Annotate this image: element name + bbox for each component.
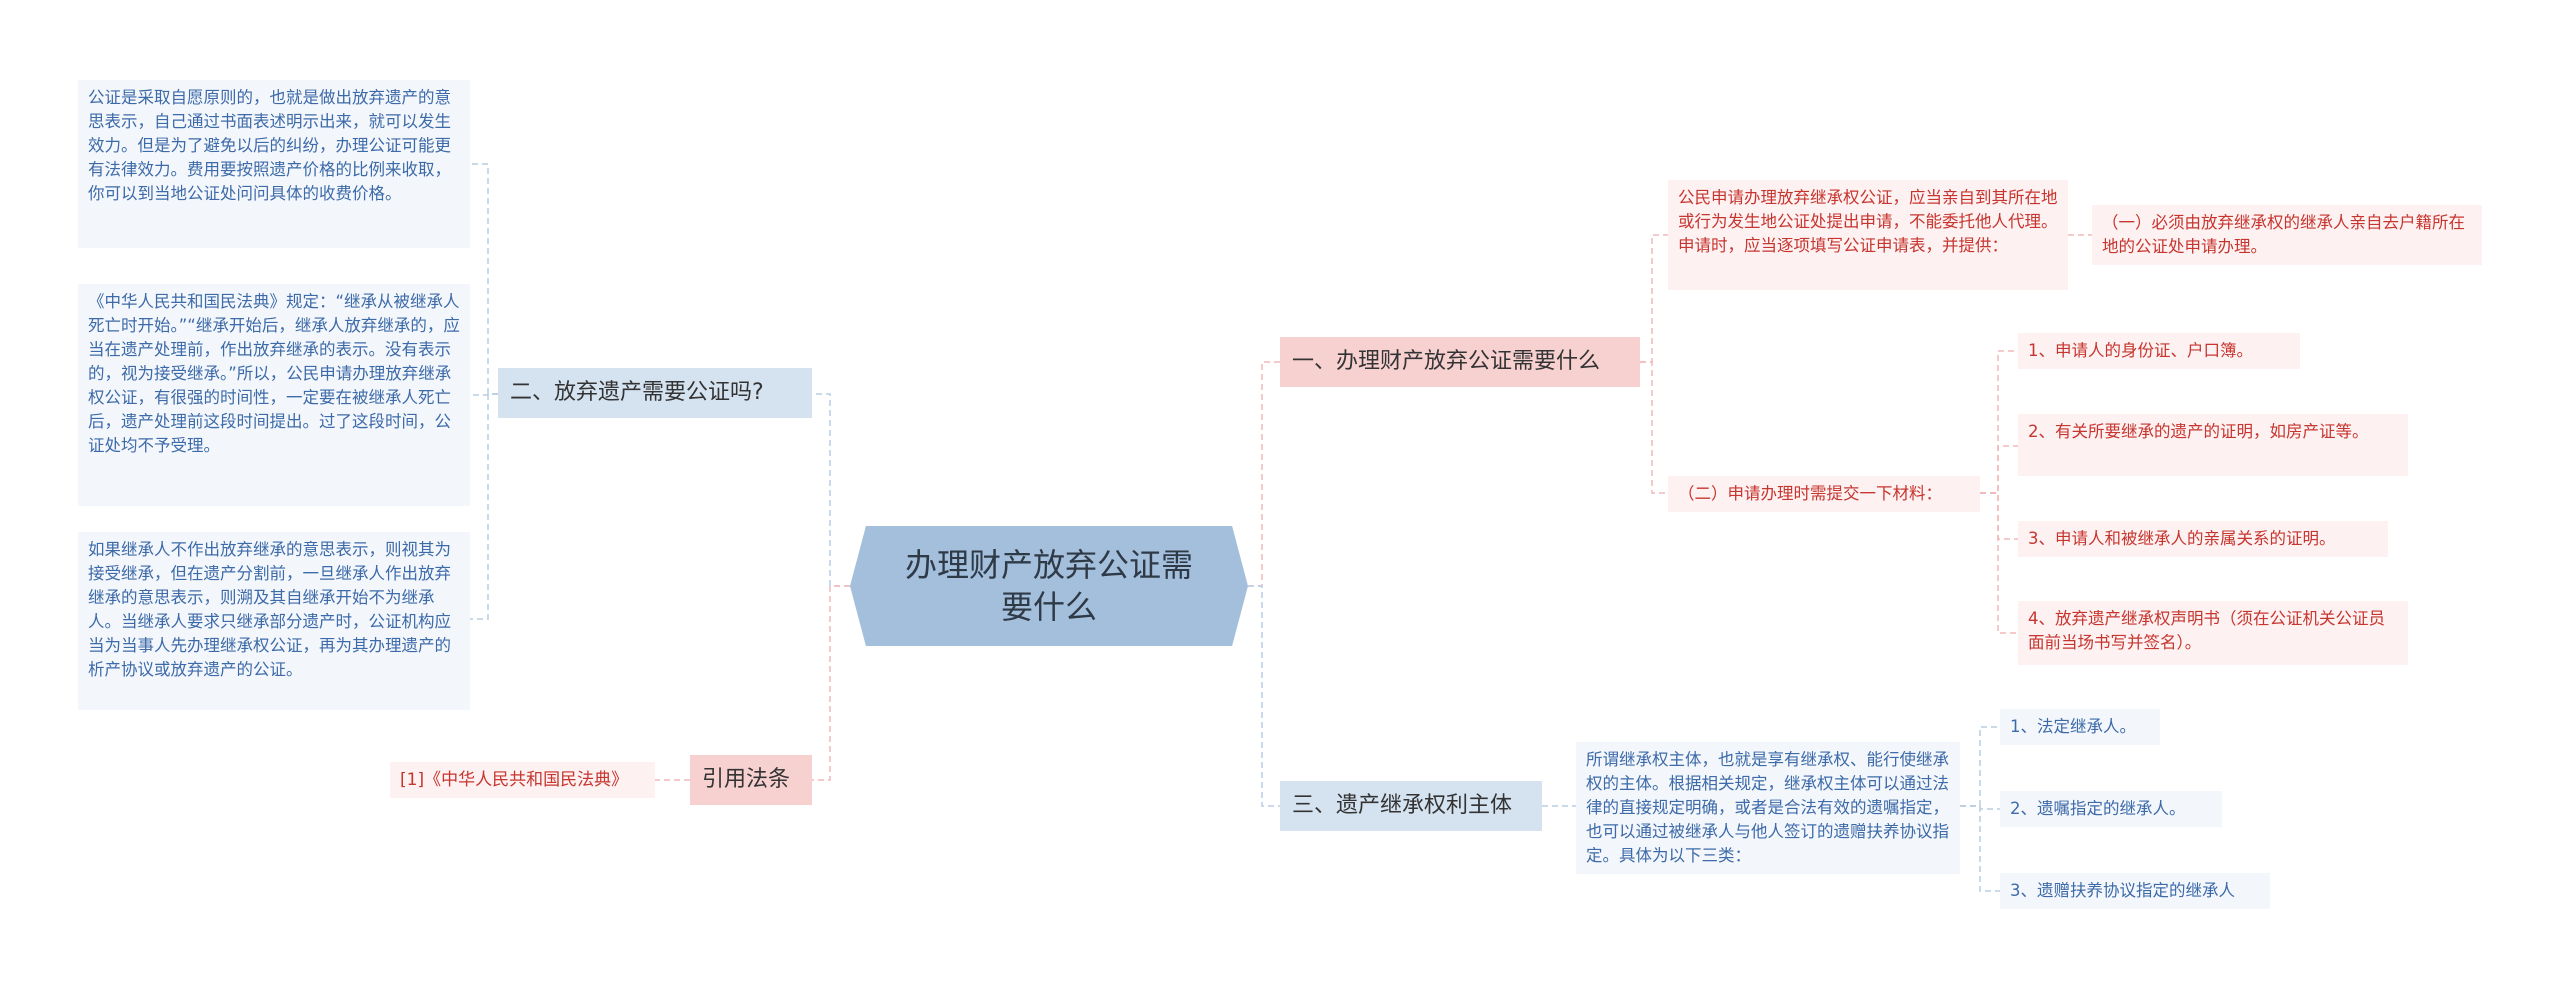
branch-what-needed[interactable]: 一、办理财产放弃公证需要什么 (1280, 337, 1640, 387)
material-item-4[interactable]: 4、放弃遗产继承权声明书（须在公证机关公证员面前当场书写并签名）。 (2018, 601, 2408, 665)
branch-inheritance-subject[interactable]: 三、遗产继承权利主体 (1280, 781, 1542, 831)
note-no-renunciation[interactable]: 如果继承人不作出放弃继承的意思表示，则视其为接受继承，但在遗产分割前，一旦继承人… (78, 532, 470, 710)
note-voluntary-principle[interactable]: 公证是采取自愿原则的，也就是做出放弃遗产的意思表示，自己通过书面表述明示出来，就… (78, 80, 470, 248)
sub-subject-definition[interactable]: 所谓继承权主体，也就是享有继承权、能行使继承权的主体。根据相关规定，继承权主体可… (1576, 742, 1960, 874)
link-r1-sub1 (1640, 234, 1668, 363)
link-sub2-item4 (1980, 492, 2018, 634)
material-item-1[interactable]: 1、申请人的身份证、户口簿。 (2018, 333, 2300, 369)
link-sub2-item3 (1980, 492, 2018, 540)
material-item-2[interactable]: 2、有关所要继承的遗产的证明，如房产证等。 (2018, 414, 2408, 476)
material-item-3[interactable]: 3、申请人和被继承人的亲属关系的证明。 (2018, 521, 2388, 557)
link-rsub-item1 (1960, 726, 2000, 807)
note-civil-code[interactable]: 《中华人民共和国民法典》规定：“继承从被继承人死亡时开始。”“继承开始后，继承人… (78, 284, 470, 506)
link-sub2-item1 (1980, 350, 2018, 494)
link-root-branch-r2 (1248, 585, 1280, 807)
link-root-branch-l1 (812, 393, 850, 587)
branch-label: 三、遗产继承权利主体 (1292, 793, 1513, 818)
link-root-branch-r1 (1248, 361, 1280, 587)
branch-label: 一、办理财产放弃公证需要什么 (1292, 349, 1601, 374)
link-sub2-item2 (1980, 445, 2018, 494)
link-l1-note1 (470, 163, 498, 395)
branch-label: 引用法条 (702, 767, 791, 792)
link-r1-sub2 (1640, 361, 1668, 494)
child-must-apply-personally[interactable]: （一）必须由放弃继承权的继承人亲自去户籍所在地的公证处申请办理。 (2092, 205, 2482, 265)
branch-label: 二、放弃遗产需要公证吗? (510, 380, 764, 405)
root-topic[interactable]: 办理财产放弃公证需要什么 (850, 526, 1248, 646)
branch-cited-law[interactable]: 引用法条 (690, 755, 812, 805)
sub-apply-in-person[interactable]: 公民申请办理放弃继承权公证，应当亲自到其所在地或行为发生地公证处提出申请，不能委… (1668, 180, 2068, 290)
branch-need-notarization[interactable]: 二、放弃遗产需要公证吗? (498, 368, 812, 418)
subject-item-2[interactable]: 2、遗嘱指定的继承人。 (2000, 791, 2222, 827)
link-rsub-item3 (1960, 805, 2000, 892)
link-l1-note3 (470, 393, 498, 620)
sub-required-materials[interactable]: （二）申请办理时需提交一下材料： (1668, 476, 1980, 512)
subject-item-1[interactable]: 1、法定继承人。 (2000, 709, 2160, 745)
root-title: 办理财产放弃公证需要什么 (904, 546, 1193, 626)
note-citation[interactable]: [1]《中华人民共和国民法典》 (390, 762, 655, 798)
subject-item-3[interactable]: 3、遗赠扶养协议指定的继承人 (2000, 873, 2270, 909)
link-root-branch-l2 (812, 585, 850, 781)
